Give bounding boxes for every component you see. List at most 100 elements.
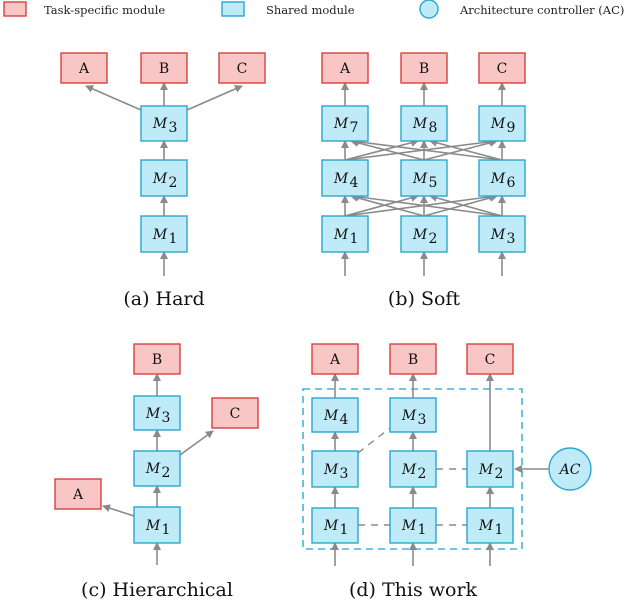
- task-label: C: [485, 352, 496, 368]
- task-box-a: A: [311, 343, 359, 375]
- task-box-a: A: [54, 478, 102, 510]
- task-label: B: [408, 352, 418, 368]
- module-index: 2: [429, 231, 438, 247]
- module-index: 1: [162, 522, 171, 538]
- svg-text:M: M: [145, 518, 161, 534]
- caption-this-work: (d) This work: [349, 579, 478, 601]
- svg-text:M: M: [323, 518, 339, 534]
- module-m2-mid: M 2: [389, 450, 437, 488]
- module-index: 3: [162, 410, 171, 426]
- svg-text:M: M: [145, 461, 161, 477]
- module-m1-right: M 1: [466, 507, 514, 544]
- module-index: 5: [429, 175, 438, 191]
- task-label: B: [152, 352, 162, 368]
- module-m6: M 6: [478, 159, 526, 197]
- module-index: 6: [507, 175, 516, 191]
- module-index: 1: [169, 231, 178, 247]
- module-m1-left: M 1: [311, 507, 359, 544]
- svg-text:M: M: [323, 462, 339, 478]
- module-index: 1: [350, 231, 359, 247]
- dense-connections-lower: [341, 192, 506, 217]
- legend-label-task: Task-specific module: [44, 3, 165, 17]
- svg-text:M: M: [412, 227, 428, 243]
- module-m3-mid: M 3: [311, 450, 359, 488]
- task-label: A: [72, 487, 84, 503]
- module-m4: M 4: [311, 397, 359, 433]
- caption-hard: (a) Hard: [123, 288, 204, 310]
- task-label: A: [339, 61, 351, 77]
- module-index: 9: [507, 120, 516, 136]
- task-box-b: B: [400, 52, 448, 84]
- svg-text:M: M: [323, 408, 339, 424]
- svg-text:M: M: [152, 116, 168, 132]
- task-label: C: [237, 61, 248, 77]
- module-m2-right: M 2: [466, 450, 514, 488]
- task-label: B: [159, 61, 169, 77]
- architecture-controller: AC: [548, 447, 592, 491]
- task-box-b: B: [140, 52, 188, 84]
- svg-text:M: M: [478, 462, 494, 478]
- module-m3-top: M 3: [389, 397, 437, 433]
- svg-text:M: M: [152, 227, 168, 243]
- module-index: 2: [495, 466, 504, 482]
- module-m4: M 4: [321, 159, 369, 197]
- module-m2: M 2: [140, 159, 188, 197]
- module-m8: M 8: [400, 105, 448, 142]
- module-index: 1: [495, 522, 504, 538]
- svg-text:M: M: [412, 171, 428, 187]
- controller-label: AC: [558, 462, 581, 478]
- module-m2: M 2: [133, 450, 181, 487]
- task-swatch-icon: [3, 1, 27, 17]
- svg-text:M: M: [401, 408, 417, 424]
- module-index: 7: [350, 120, 359, 136]
- svg-text:M: M: [490, 116, 506, 132]
- module-m3: M 3: [140, 105, 188, 142]
- module-m7: M 7: [321, 105, 369, 142]
- dense-connections-upper: [341, 137, 506, 161]
- module-index: 8: [429, 120, 438, 136]
- module-m5: M 5: [400, 159, 448, 197]
- task-label: B: [419, 61, 429, 77]
- task-box-c: C: [218, 52, 266, 84]
- svg-text:M: M: [152, 171, 168, 187]
- module-index: 3: [418, 412, 427, 428]
- task-box-b: B: [133, 343, 181, 375]
- module-m1: M 1: [140, 215, 188, 253]
- module-index: 3: [169, 120, 178, 136]
- task-label: C: [230, 406, 241, 422]
- module-m3: M 3: [478, 215, 526, 253]
- module-index: 3: [340, 466, 349, 482]
- shared-swatch-icon: [221, 1, 245, 17]
- task-box-c: C: [466, 343, 514, 375]
- legend-item-shared: Shared module: [221, 1, 355, 17]
- module-m2: M 2: [400, 215, 448, 253]
- module-m1: M 1: [133, 506, 181, 544]
- svg-text:M: M: [401, 462, 417, 478]
- module-index: 2: [418, 466, 427, 482]
- svg-text:M: M: [490, 171, 506, 187]
- module-m1: M 1: [321, 215, 369, 253]
- task-label: C: [497, 61, 508, 77]
- legend-item-controller: Architecture controller (AC): [419, 0, 624, 19]
- task-label: A: [78, 61, 90, 77]
- caption-hierarchical: (c) Hierarchical: [81, 579, 233, 601]
- caption-soft: (b) Soft: [388, 288, 461, 310]
- svg-text:M: M: [490, 227, 506, 243]
- module-index: 2: [169, 175, 178, 191]
- svg-text:M: M: [145, 406, 161, 422]
- panel-this-work: A B C M 4 M 3 M 3 M 2: [302, 343, 592, 601]
- legend-label-controller: Architecture controller (AC): [459, 3, 624, 17]
- task-box-b: B: [389, 343, 437, 375]
- legend: Task-specific module Shared module Archi…: [3, 0, 624, 19]
- panel-soft: A B C M 7 M 8 M 9 M 4: [321, 52, 526, 310]
- module-m3: M 3: [133, 395, 181, 431]
- svg-text:M: M: [412, 116, 428, 132]
- module-index: 4: [350, 175, 359, 191]
- module-index: 2: [162, 465, 171, 481]
- module-index: 4: [340, 412, 349, 428]
- task-box-c: C: [478, 52, 526, 84]
- svg-text:M: M: [401, 518, 417, 534]
- panel-hard: A B C M 3 M 2 M 1 (a) Hard: [60, 52, 266, 310]
- controller-swatch-icon: [419, 0, 439, 19]
